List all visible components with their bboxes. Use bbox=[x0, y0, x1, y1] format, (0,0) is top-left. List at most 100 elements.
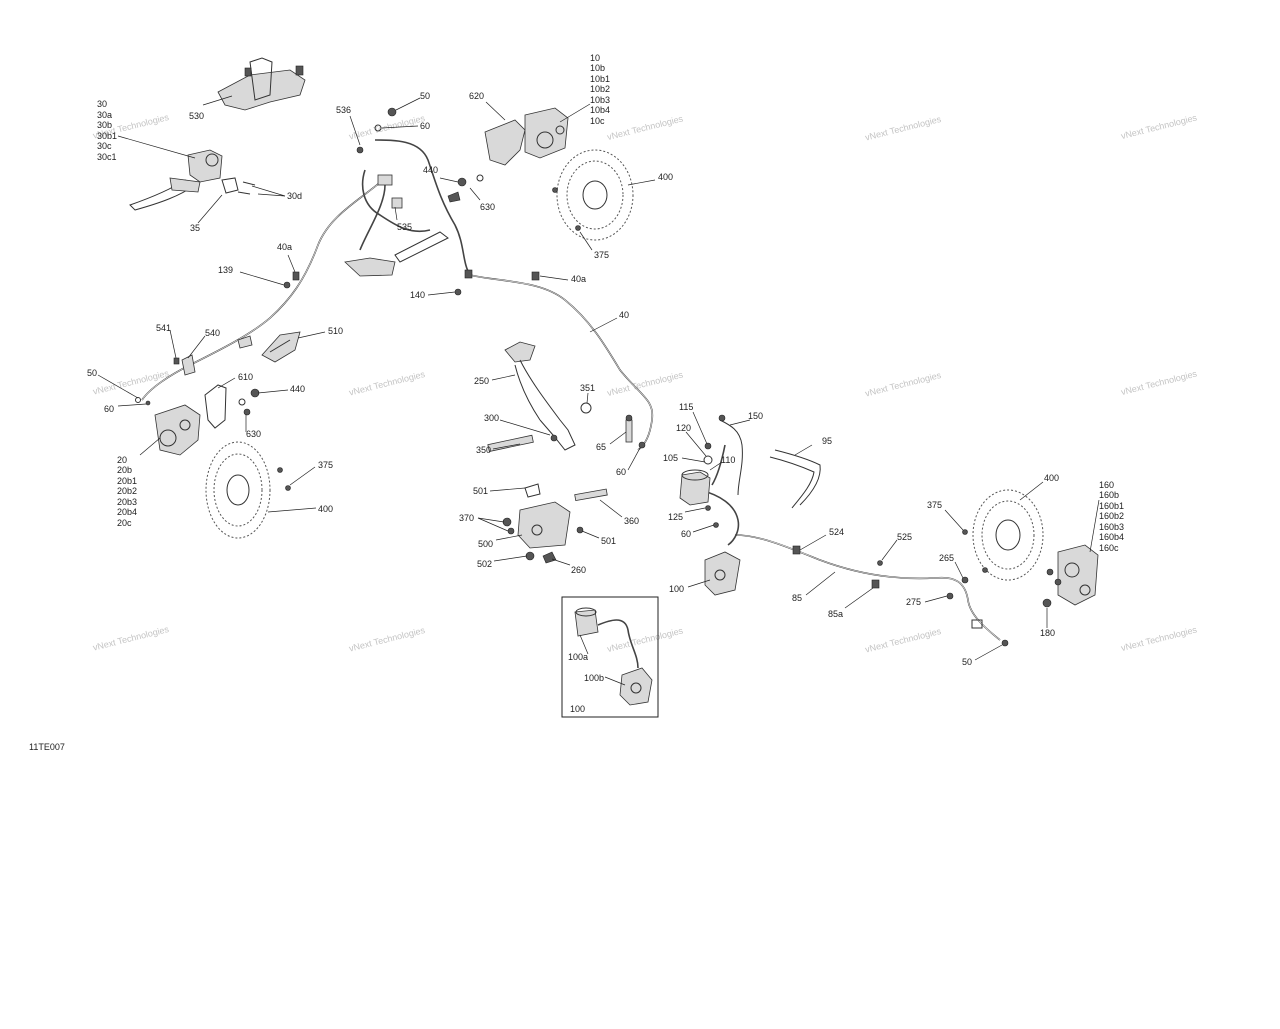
label-65: 65 bbox=[596, 442, 606, 452]
brake-line-branch bbox=[359, 184, 386, 251]
label-30a: 30a bbox=[97, 110, 112, 120]
label-10: 10 bbox=[590, 53, 600, 63]
part-510-bracket bbox=[261, 331, 301, 363]
sensor-cable-150 bbox=[719, 419, 743, 496]
part-400-left-disc bbox=[205, 441, 291, 539]
label-160b2: 160b2 bbox=[1099, 511, 1124, 521]
label-351: 351 bbox=[580, 383, 595, 393]
label-30c: 30c bbox=[97, 141, 112, 151]
watermark: vNext Technologies bbox=[606, 625, 684, 654]
label-30d: 30d bbox=[287, 191, 302, 201]
label-100a: 100a bbox=[568, 652, 588, 662]
label-40a-left: 40a bbox=[277, 242, 292, 252]
watermark: vNext Technologies bbox=[348, 113, 426, 142]
label-85a: 85a bbox=[828, 609, 843, 619]
label-85: 85 bbox=[792, 593, 802, 603]
label-100: 100 bbox=[669, 584, 684, 594]
label-400-top: 400 bbox=[658, 172, 673, 182]
label-20: 20 bbox=[117, 455, 127, 465]
label-140: 140 bbox=[410, 290, 425, 300]
components bbox=[129, 57, 1099, 718]
part-400-front-disc-right bbox=[552, 149, 634, 241]
watermark: vNext Technologies bbox=[348, 369, 426, 398]
label-10b3: 10b3 bbox=[590, 95, 610, 105]
watermark: vNext Technologies bbox=[606, 113, 684, 142]
watermark: vNext Technologies bbox=[864, 370, 942, 399]
label-60-left: 60 bbox=[104, 404, 114, 414]
label-95: 95 bbox=[822, 436, 832, 446]
label-20b2: 20b2 bbox=[117, 486, 137, 496]
label-20c: 20c bbox=[117, 518, 132, 528]
watermarks: vNext Technologies vNext Technologies vN… bbox=[92, 112, 1199, 655]
label-610: 610 bbox=[238, 372, 253, 382]
part-65-pushrod bbox=[625, 414, 646, 449]
label-375-left: 375 bbox=[318, 460, 333, 470]
part-100-master-cylinder bbox=[679, 414, 741, 596]
label-540: 540 bbox=[205, 328, 220, 338]
label-275: 275 bbox=[906, 597, 921, 607]
label-524: 524 bbox=[829, 527, 844, 537]
label-50-right: 50 bbox=[962, 657, 972, 667]
label-10b4: 10b4 bbox=[590, 105, 610, 115]
label-630-left: 630 bbox=[246, 429, 261, 439]
label-525: 525 bbox=[897, 532, 912, 542]
watermark: vNext Technologies bbox=[92, 624, 170, 653]
label-180: 180 bbox=[1040, 628, 1055, 638]
label-50-left: 50 bbox=[87, 368, 97, 378]
label-630-top: 630 bbox=[480, 202, 495, 212]
line-clamps bbox=[283, 269, 540, 296]
label-60-pedal: 60 bbox=[616, 467, 626, 477]
label-105: 105 bbox=[663, 453, 678, 463]
label-160b: 160b bbox=[1099, 490, 1119, 500]
label-120: 120 bbox=[676, 423, 691, 433]
label-115: 115 bbox=[679, 402, 693, 412]
watermark: vNext Technologies bbox=[1120, 368, 1198, 397]
label-400-left: 400 bbox=[318, 504, 333, 514]
label-10b2: 10b2 bbox=[590, 84, 610, 94]
watermark: vNext Technologies bbox=[864, 114, 942, 143]
label-260: 260 bbox=[571, 565, 586, 575]
label-350: 350 bbox=[476, 445, 491, 455]
reservoir-hose bbox=[699, 489, 740, 546]
label-35: 35 bbox=[190, 223, 200, 233]
part-360-bolt bbox=[574, 488, 608, 502]
label-110: 110 bbox=[721, 455, 735, 465]
leader-lines bbox=[97, 95, 1100, 686]
label-440-left: 440 bbox=[290, 384, 305, 394]
watermark: vNext Technologies bbox=[1120, 624, 1198, 653]
label-20b: 20b bbox=[117, 465, 132, 475]
label-50-top: 50 bbox=[420, 91, 430, 101]
part-501-top bbox=[524, 483, 541, 498]
brake-line-85 bbox=[734, 534, 1001, 641]
label-40a-right: 40a bbox=[571, 274, 586, 284]
brake-line-upper-loop bbox=[374, 139, 471, 276]
label-536: 536 bbox=[336, 105, 351, 115]
callout-labels: 530 30 30a 30b 30b1 30c 30c1 30d 35 536 … bbox=[87, 53, 1124, 714]
label-501-bottom: 501 bbox=[601, 536, 616, 546]
part-535-junction bbox=[344, 107, 449, 277]
watermark: vNext Technologies bbox=[348, 625, 426, 654]
label-100-inset: 100 bbox=[570, 704, 585, 714]
label-60-top: 60 bbox=[420, 121, 430, 131]
label-100b: 100b bbox=[584, 673, 604, 683]
label-370: 370 bbox=[459, 513, 474, 523]
label-30c1: 30c1 bbox=[97, 152, 117, 162]
brake-line-40 bbox=[469, 274, 654, 451]
label-620: 620 bbox=[469, 91, 484, 101]
label-139: 139 bbox=[218, 265, 233, 275]
label-20b4: 20b4 bbox=[117, 507, 137, 517]
label-510: 510 bbox=[328, 326, 343, 336]
watermark: vNext Technologies bbox=[1120, 112, 1198, 141]
label-541: 541 bbox=[156, 323, 171, 333]
label-535: 535 bbox=[397, 222, 412, 232]
part-610-bracket bbox=[204, 384, 227, 429]
part-530-bracket bbox=[217, 57, 306, 111]
label-400-right: 400 bbox=[1044, 473, 1059, 483]
label-440-top: 440 bbox=[423, 165, 438, 175]
label-10b1: 10b1 bbox=[590, 74, 610, 84]
label-530: 530 bbox=[189, 111, 204, 121]
label-160: 160 bbox=[1099, 480, 1114, 490]
label-360: 360 bbox=[624, 516, 639, 526]
label-10c: 10c bbox=[590, 116, 605, 126]
